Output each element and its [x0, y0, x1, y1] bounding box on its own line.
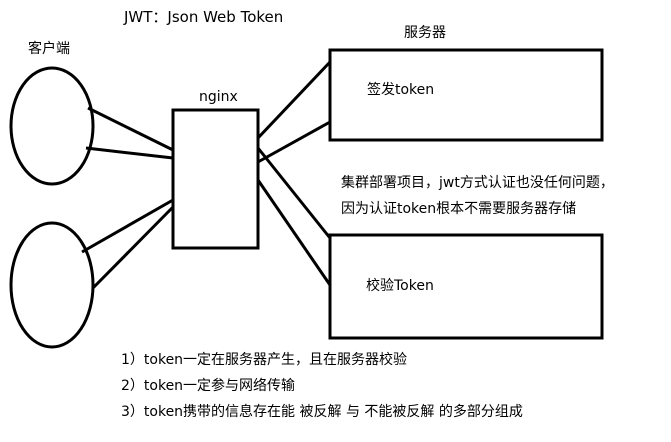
client1-nginx-links	[85, 106, 174, 160]
client-node-1	[9, 66, 95, 186]
point-item-1: 1）token一定在服务器产生，且在服务器校验	[121, 352, 408, 368]
client-label: 客户端	[28, 41, 70, 57]
client2-nginx-links	[81, 198, 175, 290]
client-node-2	[9, 221, 95, 349]
nginx-box	[171, 108, 260, 250]
point-item-2: 2）token一定参与网络传输	[121, 378, 296, 394]
note-line-2: 因为认证token根本不需要服务器存储	[341, 201, 577, 217]
nginx-server-links	[256, 60, 332, 286]
issue-token-box	[328, 48, 604, 142]
point-item-3: 3）token携带的信息存在能 被反解 与 不能被反解 的多部分组成	[121, 404, 523, 420]
issue-token-label: 签发token	[367, 82, 435, 98]
server-label: 服务器	[404, 25, 446, 41]
note-line-1: 集群部署项目，jwt方式认证也没任何问题，	[341, 175, 614, 191]
nginx-label: nginx	[199, 89, 238, 105]
verify-token-box	[328, 233, 604, 340]
verify-token-label: 校验Token	[366, 278, 434, 294]
page-title: JWT：Json Web Token	[124, 8, 284, 26]
